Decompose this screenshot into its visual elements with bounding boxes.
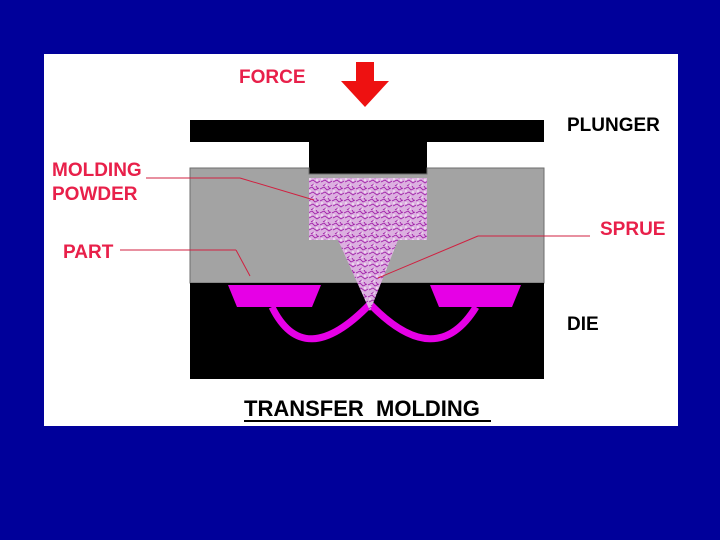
plunger-stem: [309, 142, 427, 174]
label-part: PART: [63, 242, 114, 263]
molding-powder-chamber: [309, 178, 427, 240]
plunger-bar: [190, 120, 544, 142]
runner-arc-left: [268, 301, 373, 343]
leader-sprue-diag: [377, 235, 479, 279]
part-cavity-right: [430, 285, 521, 307]
leader-part-diag: [235, 249, 251, 277]
label-molding: MOLDING: [52, 160, 142, 181]
force-arrow-icon: [341, 62, 389, 107]
part-cavity-left: [228, 285, 321, 307]
label-die: DIE: [567, 314, 599, 335]
leader-molding-powder-diag: [239, 177, 315, 201]
label-plunger: PLUNGER: [567, 115, 660, 136]
label-force: FORCE: [239, 67, 306, 88]
transfer-molding-diagram: FORCE PLUNGER MOLDING POWDER PART SPRUE …: [52, 62, 665, 422]
runner-arc-right: [367, 301, 479, 343]
label-sprue: SPRUE: [600, 219, 665, 240]
diagram-panel: FORCE PLUNGER MOLDING POWDER PART SPRUE …: [44, 54, 678, 426]
diagram-caption: TRANSFER MOLDING: [244, 396, 480, 421]
label-powder: POWDER: [52, 184, 138, 205]
sprue-channel: [338, 240, 398, 311]
